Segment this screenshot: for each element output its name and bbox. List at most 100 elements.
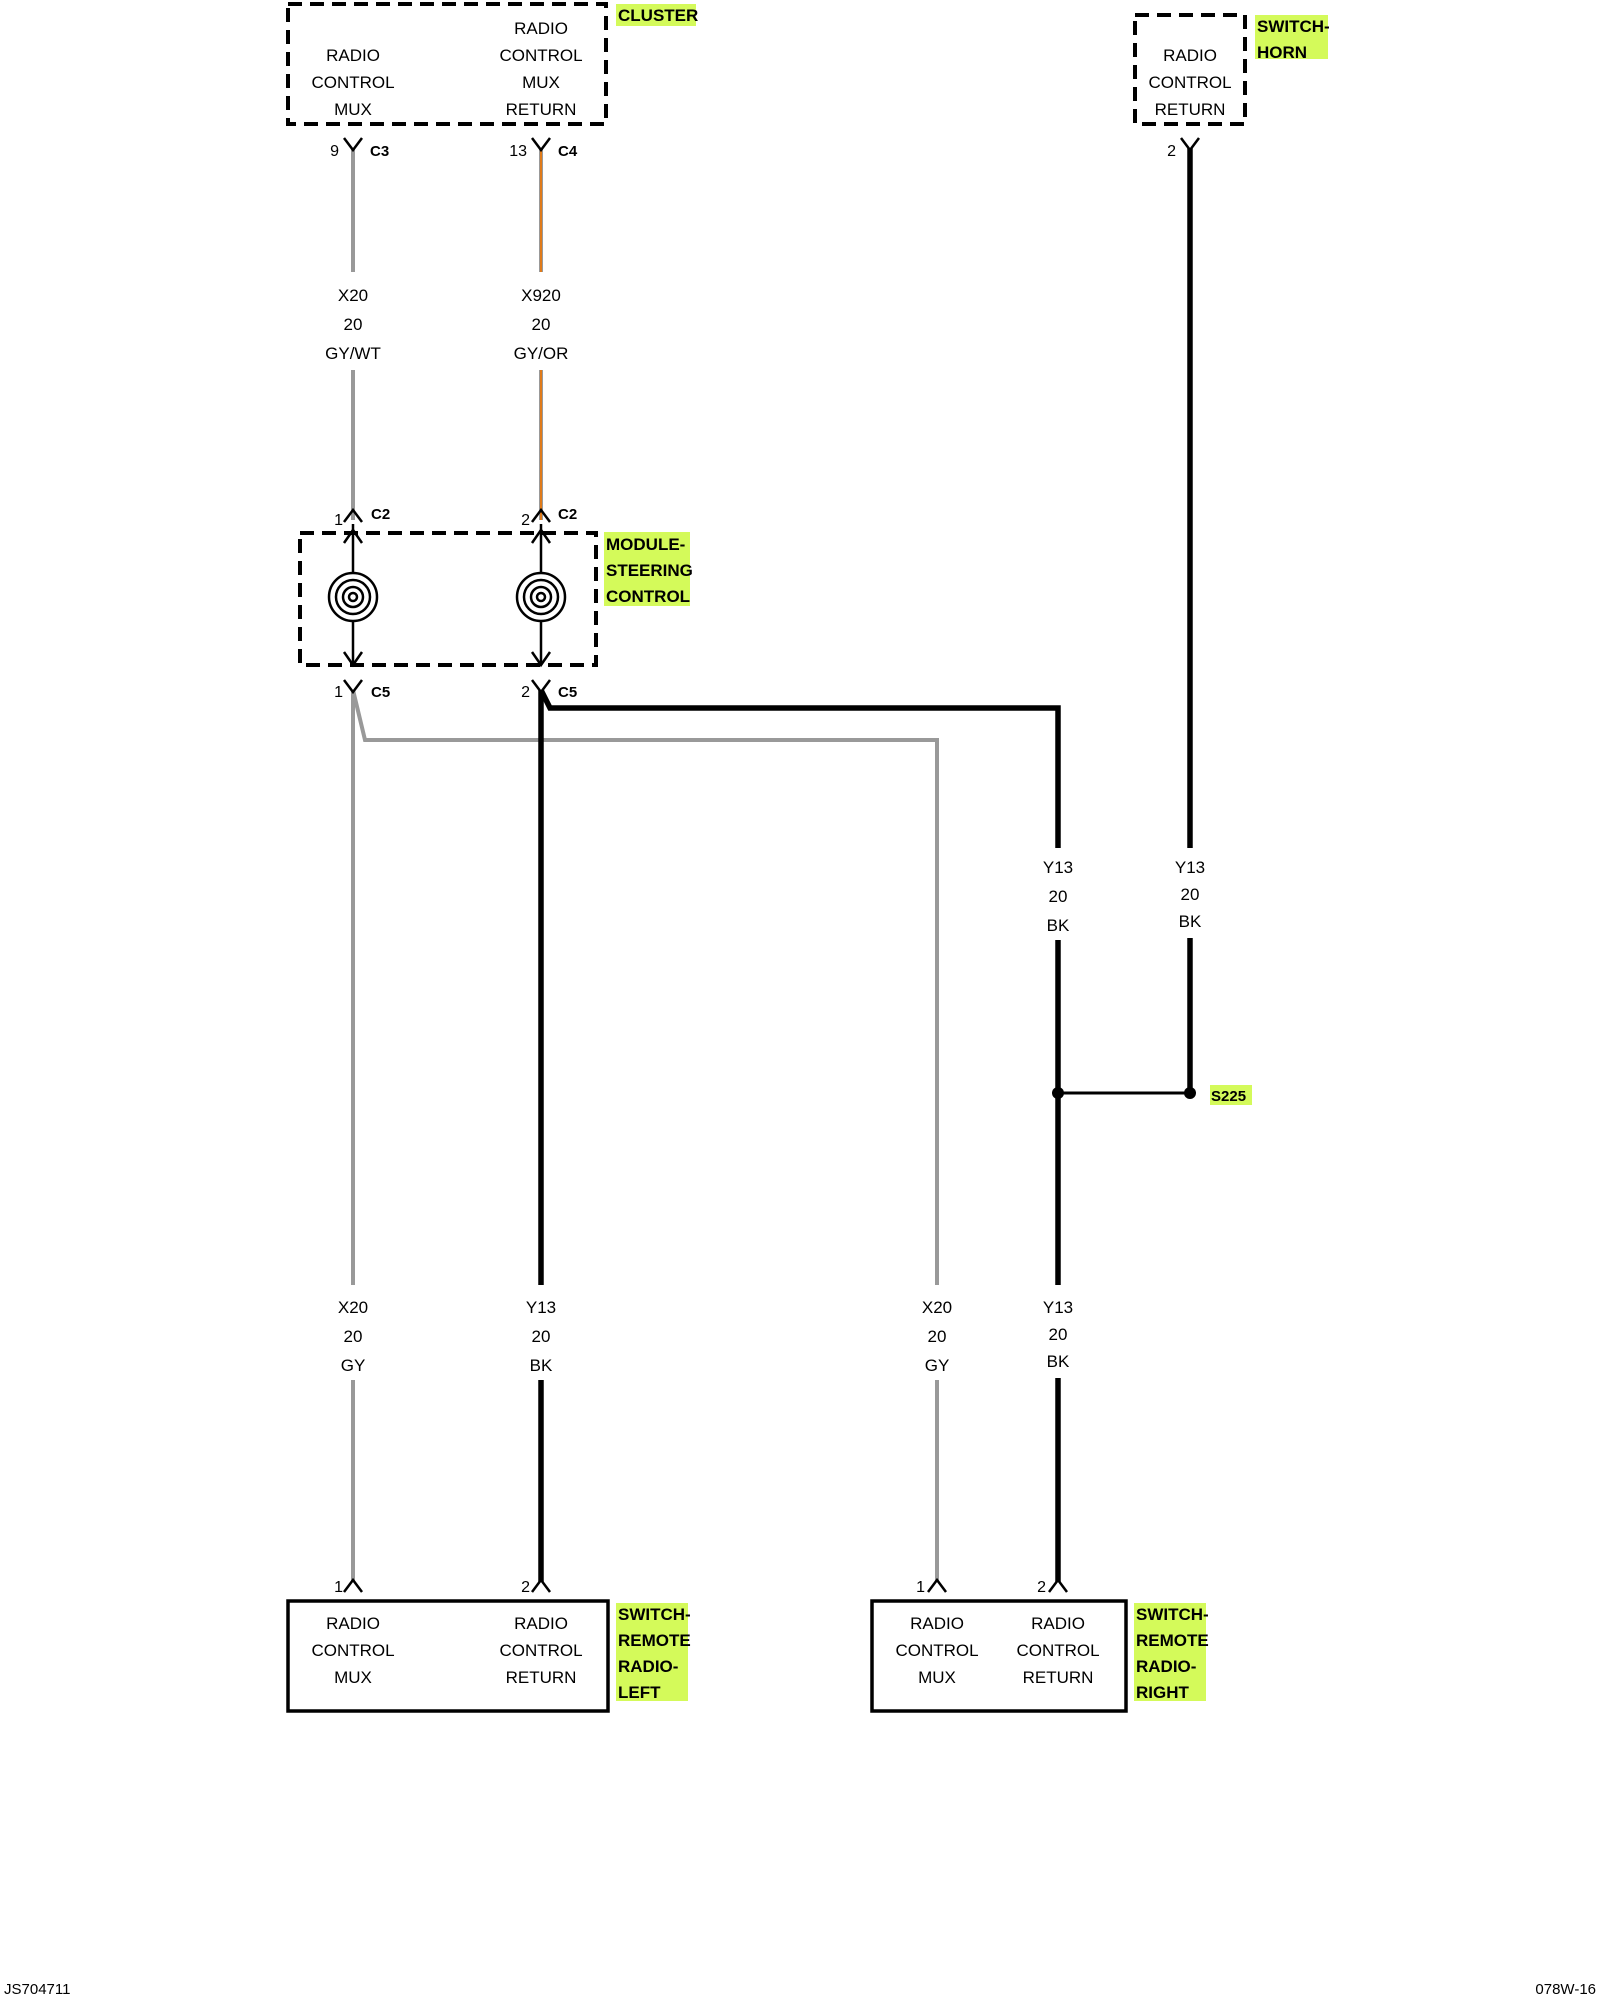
wire-label-horn-color: BK xyxy=(1179,912,1202,931)
pin-c2-1: 1 xyxy=(334,512,343,529)
pin-c3: 9 xyxy=(330,143,339,160)
wire-label-left-mux-circuit: X20 xyxy=(338,1298,368,1317)
wire-label-horn-circuit: Y13 xyxy=(1175,858,1205,877)
switch-right-name-2: REMOTE xyxy=(1136,1631,1209,1650)
switch-horn-name-1: SWITCH- xyxy=(1257,17,1330,36)
module-name-highlight xyxy=(604,532,690,606)
wires xyxy=(351,148,1196,1582)
right-mux-label-2: CONTROL xyxy=(895,1641,978,1660)
cluster-return-label-4: RETURN xyxy=(506,100,577,119)
wire-label-left-return-gauge: 20 xyxy=(532,1327,551,1346)
pin-right-1: 1 xyxy=(916,1579,925,1596)
wire-label-left-mux-gauge: 20 xyxy=(344,1327,363,1346)
module-name-2: STEERING xyxy=(606,561,693,580)
switch-left-name-3: RADIO- xyxy=(618,1657,678,1676)
wire-label-right-mux-circuit: X20 xyxy=(922,1298,952,1317)
wire-label-left-return-circuit: Y13 xyxy=(526,1298,556,1317)
switch-left-name-highlight xyxy=(616,1603,688,1701)
wire-label-right-mux-gauge: 20 xyxy=(928,1327,947,1346)
terminal-c2-1 xyxy=(343,507,363,523)
switch-remote-radio-right-component: 1 2 RADIO CONTROL MUX RADIO CONTROL RETU… xyxy=(870,1577,1209,1713)
conn-c4: C4 xyxy=(558,143,578,160)
wire-label-right-upper-circuit: Y13 xyxy=(1043,858,1073,877)
conn-c2-2: C2 xyxy=(558,506,577,523)
terminal-left-2 xyxy=(531,1577,551,1593)
cluster-mux-label-2: CONTROL xyxy=(311,73,394,92)
wire-label-cluster-return-color: GY/OR xyxy=(514,344,569,363)
pin-horn: 2 xyxy=(1167,143,1176,160)
terminal-c3 xyxy=(343,137,363,153)
left-return-label-3: RETURN xyxy=(506,1668,577,1687)
wire-label-right-return-gauge: 20 xyxy=(1049,1325,1068,1344)
cluster-return-label-2: CONTROL xyxy=(499,46,582,65)
wire-label-right-return-circuit: Y13 xyxy=(1043,1298,1073,1317)
lower-wire-labels: X20 20 GY Y13 20 BK X20 20 GY Y13 20 BK xyxy=(338,1298,1073,1375)
left-mux-label-2: CONTROL xyxy=(311,1641,394,1660)
conn-c2-1: C2 xyxy=(371,506,390,523)
cluster-return-label-3: MUX xyxy=(522,73,560,92)
wire-label-horn-gauge: 20 xyxy=(1181,885,1200,904)
footer-page-id: 078W-16 xyxy=(1535,1981,1596,1998)
module-name-1: MODULE- xyxy=(606,535,685,554)
splice-name-highlight xyxy=(1210,1085,1252,1105)
cluster-mux-label-3: MUX xyxy=(334,100,372,119)
terminal-c4 xyxy=(531,137,551,153)
horn-return-label-3: RETURN xyxy=(1155,100,1226,119)
switch-left-name-1: SWITCH- xyxy=(618,1605,691,1624)
wire-label-cluster-return-gauge: 20 xyxy=(532,315,551,334)
cluster-component: RADIO CONTROL MUX RADIO CONTROL MUX RETU… xyxy=(286,2,698,126)
left-return-label-1: RADIO xyxy=(514,1614,568,1633)
splice-dot-left xyxy=(1052,1087,1064,1099)
cluster-box xyxy=(286,2,608,126)
splice-s225: S225 xyxy=(1210,1085,1252,1105)
wire-right-branch-upper xyxy=(538,688,1061,848)
clockspring-1 xyxy=(327,524,379,668)
switch-horn-box xyxy=(1133,13,1247,126)
splice-name: S225 xyxy=(1211,1088,1246,1105)
switch-left-name-2: REMOTE xyxy=(618,1631,691,1650)
cluster-connectors: 9 C3 13 C4 xyxy=(330,137,578,160)
pin-c5-2: 2 xyxy=(521,684,530,701)
cluster-return-label-1: RADIO xyxy=(514,19,568,38)
switch-right-name-highlight xyxy=(1134,1603,1206,1701)
cluster-name: CLUSTER xyxy=(618,6,698,25)
pin-left-1: 1 xyxy=(334,1579,343,1596)
switch-right-name-1: SWITCH- xyxy=(1136,1605,1209,1624)
conn-c5-1: C5 xyxy=(371,684,390,701)
wire-label-right-upper-gauge: 20 xyxy=(1049,887,1068,906)
pin-left-2: 2 xyxy=(521,1579,530,1596)
wire-label-right-mux-color: GY xyxy=(925,1356,950,1375)
wire-label-right-return-color: BK xyxy=(1047,1352,1070,1371)
terminal-c5-2 xyxy=(531,679,551,695)
clockspring-2 xyxy=(515,524,567,668)
pin-c4: 13 xyxy=(509,143,527,160)
cluster-name-highlight xyxy=(616,4,696,26)
wire-label-cluster-mux-gauge: 20 xyxy=(344,315,363,334)
switch-right-name-3: RADIO- xyxy=(1136,1657,1196,1676)
wire-right-mux-branch xyxy=(351,689,939,1285)
wire-label-cluster-mux-circuit: X20 xyxy=(338,286,368,305)
left-mux-label-3: MUX xyxy=(334,1668,372,1687)
cluster-wire-labels: X20 20 GY/WT X920 20 GY/OR xyxy=(325,286,568,363)
wire-label-cluster-mux-color: GY/WT xyxy=(325,344,381,363)
switch-horn-component: RADIO CONTROL RETURN SWITCH- HORN 2 xyxy=(1133,13,1330,160)
terminal-c2-2 xyxy=(531,507,551,523)
right-return-label-3: RETURN xyxy=(1023,1668,1094,1687)
pin-c5-1: 1 xyxy=(334,684,343,701)
wire-label-left-mux-color: GY xyxy=(341,1356,366,1375)
splice-dot-right xyxy=(1184,1087,1196,1099)
terminal-left-1 xyxy=(343,1577,363,1593)
terminal-right-2 xyxy=(1048,1577,1068,1593)
wire-label-cluster-return-circuit: X920 xyxy=(521,286,561,305)
switch-horn-name-highlight xyxy=(1255,15,1328,59)
horn-return-label-1: RADIO xyxy=(1163,46,1217,65)
switch-horn-name-2: HORN xyxy=(1257,43,1307,62)
switch-left-name-4: LEFT xyxy=(618,1683,661,1702)
wire-label-left-return-color: BK xyxy=(530,1356,553,1375)
switch-right-box xyxy=(870,1599,1128,1713)
terminal-right-1 xyxy=(927,1577,947,1593)
switch-remote-radio-left-component: 1 2 RADIO CONTROL MUX RADIO CONTROL RETU… xyxy=(286,1577,691,1713)
conn-c3: C3 xyxy=(370,143,389,160)
left-mux-label-1: RADIO xyxy=(326,1614,380,1633)
